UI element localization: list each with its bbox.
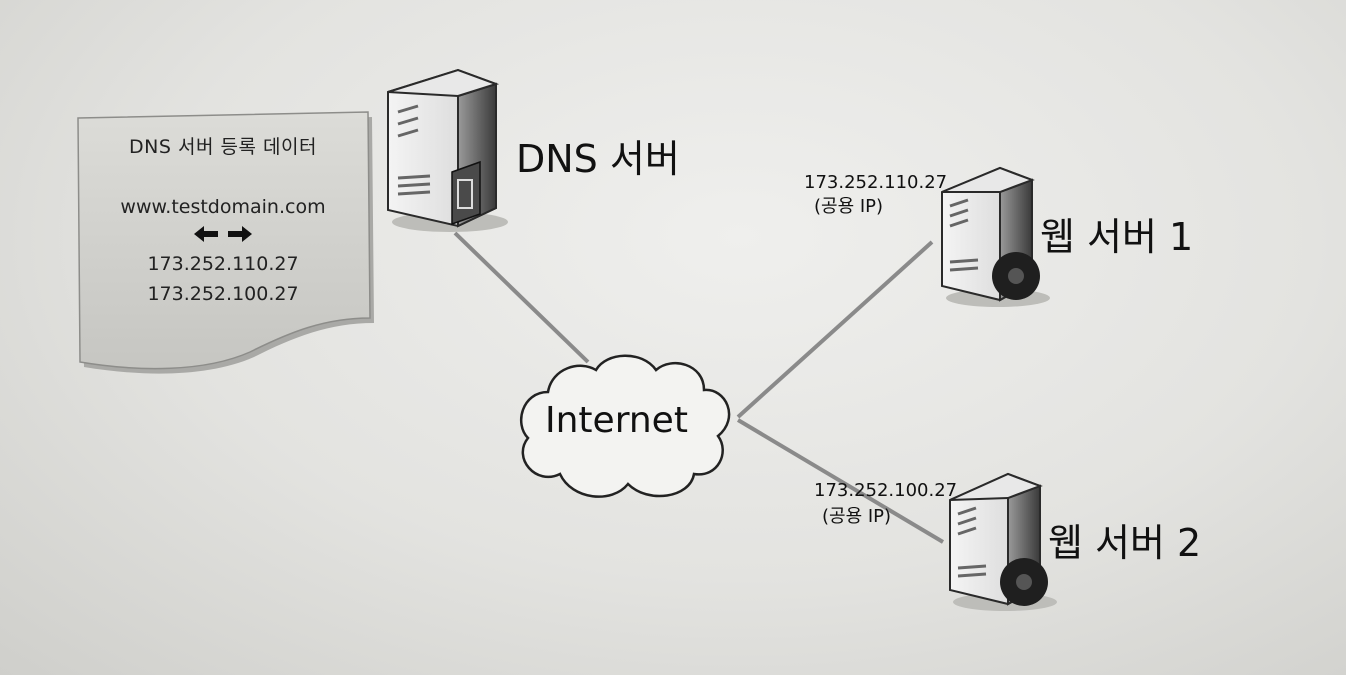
- note-title: DNS 서버 등록 데이터: [129, 136, 317, 158]
- web-server-1-ip: 173.252.110.27: [804, 172, 948, 193]
- note-ip-1: 173.252.110.27: [147, 253, 299, 275]
- dns-server-label: DNS 서버: [516, 137, 680, 181]
- cloud-icon: [519, 354, 731, 498]
- internet-label: Internet: [545, 400, 688, 441]
- web-server-2-ip-type: (공용 IP): [822, 506, 892, 527]
- web-server-1-icon: [941, 166, 1050, 307]
- web-server-2-icon: [949, 472, 1057, 611]
- dns-server-icon: [387, 68, 508, 232]
- note-ip-2: 173.252.100.27: [147, 283, 299, 305]
- web-server-1-label: 웹 서버 1: [1040, 215, 1194, 259]
- link-internet-web1: [736, 240, 934, 419]
- document-icon: [77, 111, 374, 374]
- web-server-2-ip: 173.252.100.27: [814, 480, 958, 501]
- bidirectional-arrow-icon: [190, 222, 256, 250]
- note-domain: www.testdomain.com: [120, 196, 326, 218]
- web-server-2-label: 웹 서버 2: [1048, 521, 1202, 565]
- web-server-1-ip-type: (공용 IP): [814, 196, 884, 217]
- link-dns-internet: [453, 231, 590, 364]
- link-internet-web2: [736, 418, 945, 544]
